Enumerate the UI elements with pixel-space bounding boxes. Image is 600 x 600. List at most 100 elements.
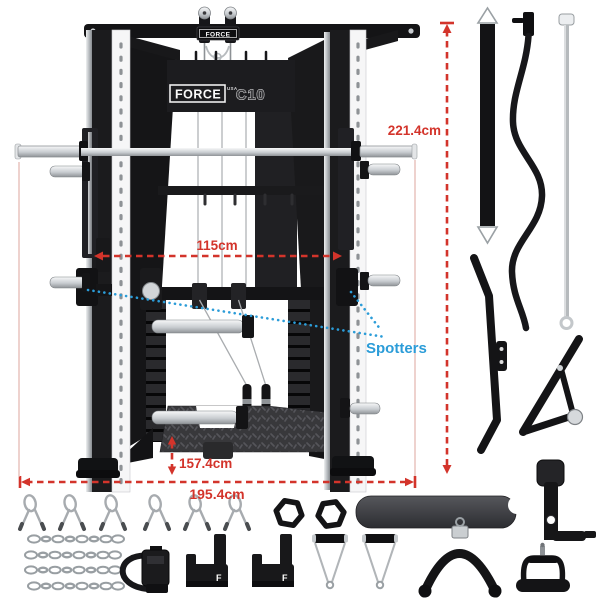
logo-usa-text: USA <box>227 86 238 91</box>
spotters-annotation <box>86 288 387 339</box>
inner-weight-horn <box>151 410 239 425</box>
peg-mount <box>82 273 90 292</box>
right-storage-peg <box>367 163 401 176</box>
cables <box>197 112 247 288</box>
left-shroud-panel <box>130 40 176 446</box>
hanging-ab-strap <box>476 6 499 245</box>
left-smith-rail <box>86 30 92 492</box>
right-spotter-bracket <box>336 268 358 306</box>
j-hook <box>252 534 294 587</box>
extension-lines <box>18 160 416 477</box>
band-strap <box>119 546 170 593</box>
inner-weight-horn <box>151 319 245 334</box>
smith-barbell <box>14 141 418 161</box>
left-spotter-arm <box>96 284 112 296</box>
inner-width-label: 115cm <box>196 238 237 253</box>
straight-bar <box>558 13 575 330</box>
left-storage-peg <box>49 276 87 289</box>
brand-plate <box>196 26 240 41</box>
stopper-band <box>261 399 271 404</box>
hanging-cables <box>198 299 267 387</box>
j-hook-logo: F <box>216 573 222 583</box>
weight-chain <box>26 581 126 591</box>
bar-shaft <box>81 148 353 156</box>
depth-label: 157.4cm <box>179 456 232 471</box>
peg-mount <box>340 398 350 418</box>
dimension-lines <box>18 21 454 488</box>
spring-collar <box>143 492 171 531</box>
spring-collar <box>58 492 86 531</box>
arrow-down <box>442 465 452 474</box>
peg-mount <box>236 406 248 429</box>
weight-chain <box>23 550 123 560</box>
brand-plate-text: FORCE <box>206 32 231 39</box>
arrow-down <box>167 466 177 475</box>
arrow-left <box>21 477 30 487</box>
total-width-label: 195.4cm <box>189 486 244 502</box>
stirrup-handle <box>311 533 349 590</box>
band-pegs <box>194 50 268 62</box>
accessories-bottom-row: F F <box>18 492 526 598</box>
right-weight-stack <box>288 298 310 442</box>
hex-collar <box>317 501 346 527</box>
trolley <box>192 283 207 309</box>
stirrup-handle <box>361 533 399 590</box>
logo-model-text: C10 <box>236 88 266 104</box>
arrow-up <box>442 24 452 33</box>
dimension-caps <box>18 21 454 488</box>
hex-collar <box>274 500 304 527</box>
bar-collar <box>351 141 361 161</box>
wishbone-loop <box>205 45 230 59</box>
dimension-dashes <box>26 30 449 484</box>
dimension-arrowheads <box>21 24 452 487</box>
spotter-callout-line-left <box>86 288 387 339</box>
close-grip-row-handle <box>516 542 570 592</box>
right-shroud-panel <box>288 40 324 446</box>
right-smith-rail <box>324 32 330 490</box>
beam-bolt <box>408 28 414 34</box>
logo-panel <box>167 60 295 112</box>
bar-end-cap <box>411 143 418 160</box>
right-storage-peg <box>349 402 381 415</box>
left-foot-pad <box>76 470 120 478</box>
bar-right-sleeve <box>359 145 417 158</box>
right-storage-peg <box>367 274 401 287</box>
ez-curl-bar <box>508 12 546 332</box>
right-smith-carriage <box>338 128 354 250</box>
peg-mount <box>242 315 254 338</box>
arrow-up <box>167 436 177 445</box>
right-upright <box>330 30 350 492</box>
peg-mount <box>82 162 90 181</box>
smith-machine-functional-trainer: FORCE FORCE USA C10 <box>14 6 420 493</box>
height-label: 221.4cm <box>388 123 441 138</box>
brand-plate-border <box>199 29 237 38</box>
accessories-right-column <box>470 6 596 592</box>
dimension-labels: 221.4cm 115cm 157.4cm 195.4cm <box>179 123 441 502</box>
stopper-band <box>242 399 252 404</box>
arrow-right <box>405 477 414 487</box>
bar-left-sleeve <box>17 145 82 158</box>
pulley-axle <box>228 11 233 15</box>
rear-tower <box>255 108 297 290</box>
right-foot-pad <box>330 468 376 476</box>
spring-collar <box>99 492 127 531</box>
left-storage-peg <box>49 165 87 178</box>
peg-mount <box>360 272 369 290</box>
weight-chain <box>23 565 123 575</box>
left-chrome-knob <box>142 282 160 300</box>
arrow-left <box>94 251 103 261</box>
t-bar-row-handle <box>519 335 584 436</box>
left-weight-stack <box>146 298 166 442</box>
left-hole-strip <box>111 29 131 493</box>
rack-hooks <box>203 193 294 206</box>
foam-leg-roller <box>355 495 526 529</box>
curved-pressdown-bar <box>418 517 502 598</box>
logo-force-text: FORCE <box>175 88 221 102</box>
dip-handle-attachment <box>536 459 596 541</box>
spotters-label: Spotters <box>366 340 427 357</box>
top-crossbeam <box>84 24 420 38</box>
platform-tongue <box>203 442 233 459</box>
accessory-rack-bar <box>158 186 324 195</box>
